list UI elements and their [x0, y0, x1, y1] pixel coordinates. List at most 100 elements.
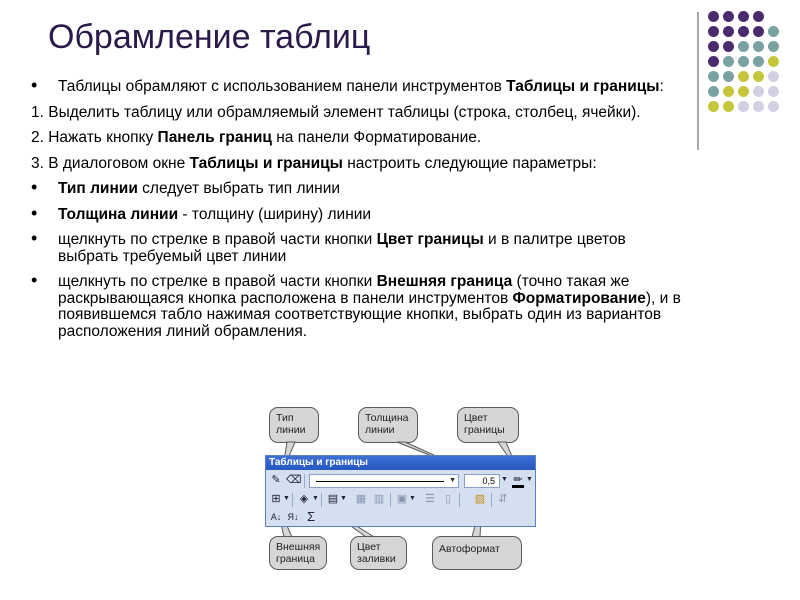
numbered-step: 3. В диалоговом окне Таблицы и границы н…: [28, 154, 688, 173]
decorative-dot: [738, 56, 749, 67]
distribute-rows-icon[interactable]: ☰: [425, 493, 435, 505]
decorative-dot: [753, 56, 764, 67]
callout-autoformat: Автоформат: [432, 536, 522, 570]
decorative-dot: [723, 41, 734, 52]
outside-border-icon[interactable]: ⊞: [271, 493, 281, 505]
decorative-dot: [708, 11, 719, 22]
decorative-dot: [738, 101, 749, 112]
bold-term: Цвет границы: [376, 231, 484, 248]
callout-border-color-text: Цвет границы: [464, 412, 505, 436]
decorative-dot: [753, 101, 764, 112]
decorative-dot: [723, 56, 734, 67]
sort-descending-icon[interactable]: Я↓: [287, 512, 299, 522]
distribute-columns-icon[interactable]: ▯: [444, 493, 452, 505]
decorative-dot: [768, 86, 779, 97]
toolbar-separator: [292, 493, 293, 507]
decorative-dot: [708, 56, 719, 67]
callout-autoformat-text: Автоформат: [439, 543, 500, 555]
toolbar-separator: [321, 493, 322, 507]
bullet-item: щелкнуть по стрелке в правой части кнопк…: [28, 272, 688, 340]
border-color-icon[interactable]: ✏: [513, 474, 523, 486]
decorative-dot: [738, 11, 749, 22]
decorative-dot: [708, 71, 719, 82]
decorative-dot: [738, 26, 749, 37]
sort-ascending-icon[interactable]: A↓: [270, 512, 282, 522]
text-run: 1. Выделить таблицу или обрамляемый элем…: [31, 103, 641, 121]
tables-borders-toolbar: Таблицы и границы ✎ ⌫ ▼ 0,5 ▼ ✏ ▼ ⊞ ▼ ◈ …: [265, 455, 536, 527]
decorative-dot: [753, 11, 764, 22]
line-style-sample: [316, 481, 444, 482]
decorative-dot: [738, 41, 749, 52]
decorative-dot: [723, 71, 734, 82]
text-direction-icon[interactable]: ⇵: [498, 493, 508, 505]
text-run: следует выбрать тип линии: [137, 180, 341, 197]
decorative-dot: [768, 56, 779, 67]
eraser-icon[interactable]: ⌫: [286, 474, 302, 486]
callout-fill-color-text: Цвет заливки: [357, 541, 396, 565]
text-run: настроить следующие параметры:: [342, 154, 597, 172]
toolbar-row-2: ⊞ ▼ ◈ ▼ ▤ ▼ ▦ ▥ ▣ ▼ ☰ ▯ ▧ ⇵: [268, 491, 533, 509]
callout-line-type: Тип линии: [269, 407, 319, 443]
callout-border-color: Цвет границы: [457, 407, 519, 443]
decorative-dot: [753, 26, 764, 37]
split-cells-icon[interactable]: ▥: [373, 493, 385, 505]
decorative-dot: [708, 86, 719, 97]
decorative-dot: [723, 86, 734, 97]
callout-outside-border: Внешняя граница: [269, 536, 327, 570]
numbered-step: 1. Выделить таблицу или обрамляемый элем…: [28, 103, 688, 122]
decorative-dot: [768, 26, 779, 37]
text-run: - толщину (ширину) линии: [178, 205, 372, 223]
callout-outside-border-text: Внешняя граница: [276, 541, 321, 565]
autosum-icon[interactable]: Σ: [306, 509, 316, 524]
fill-color-icon[interactable]: ◈: [299, 493, 309, 505]
align-icon[interactable]: ▣: [396, 493, 408, 505]
toolbar-row-1: ✎ ⌫ ▼ 0,5 ▼ ✏ ▼: [268, 472, 533, 490]
divider-line: [697, 12, 699, 150]
decorative-dot: [723, 101, 734, 112]
text-run: Таблицы обрамляют с использованием панел…: [58, 78, 507, 95]
bold-term: Тип линии: [58, 180, 138, 197]
decorative-dot: [768, 101, 779, 112]
text-run: 2. Нажать кнопку: [31, 129, 158, 146]
callout-line-weight: Толщина линии: [358, 407, 418, 443]
chevron-down-icon[interactable]: ▼: [526, 476, 533, 483]
decorative-dot: [708, 101, 719, 112]
text-run: ), и в появившемся табло нажимая соответ…: [58, 289, 681, 340]
line-weight-value: 0,5: [482, 476, 495, 486]
decorative-dot: [738, 71, 749, 82]
text-run: щелкнуть по стрелке в правой части кнопк…: [58, 231, 377, 248]
insert-table-icon[interactable]: ▦: [355, 493, 367, 505]
bold-term: Внешняя граница: [376, 273, 513, 290]
merge-cells-icon[interactable]: ▤: [327, 493, 339, 505]
bold-term: Толщина линии: [58, 205, 179, 223]
chevron-down-icon[interactable]: ▼: [340, 495, 347, 502]
decorative-dot: [753, 86, 764, 97]
bullet-item: Тип линии следует выбрать тип линии: [28, 179, 688, 198]
decorative-dot: [708, 41, 719, 52]
border-color-swatch: [512, 485, 524, 488]
chevron-down-icon[interactable]: ▼: [283, 495, 290, 502]
chevron-down-icon[interactable]: ▼: [409, 495, 416, 502]
decorative-dot: [723, 11, 734, 22]
chevron-down-icon[interactable]: ▼: [312, 495, 319, 502]
chevron-down-icon[interactable]: ▼: [501, 476, 508, 483]
line-weight-select[interactable]: 0,5: [464, 474, 500, 488]
chevron-down-icon[interactable]: ▼: [449, 477, 456, 484]
draw-table-icon[interactable]: ✎: [271, 474, 281, 486]
toolbar-separator: [304, 474, 305, 488]
callout-line-weight-text: Толщина линии: [365, 412, 409, 436]
text-run: (точно такая же раскрывающаяся кнопка ра…: [58, 273, 630, 307]
decorative-dot: [768, 71, 779, 82]
text-run: щелкнуть по стрелке в правой части кнопк…: [58, 273, 377, 290]
bullet-item: щелкнуть по стрелке в правой части кнопк…: [28, 230, 688, 265]
bullet-item: Толщина линии - толщину (ширину) линии: [28, 205, 688, 224]
line-style-select[interactable]: ▼: [309, 474, 459, 488]
decorative-dot: [708, 26, 719, 37]
bold-term: Таблицы и границы: [506, 78, 660, 95]
text-run: на панели Форматирование.: [271, 129, 482, 146]
decorative-dot: [753, 41, 764, 52]
decorative-dot: [753, 71, 764, 82]
toolbar-separator: [390, 493, 391, 507]
toolbar-row-3: A↓ Я↓ Σ: [268, 509, 533, 527]
autoformat-icon[interactable]: ▧: [474, 493, 486, 505]
